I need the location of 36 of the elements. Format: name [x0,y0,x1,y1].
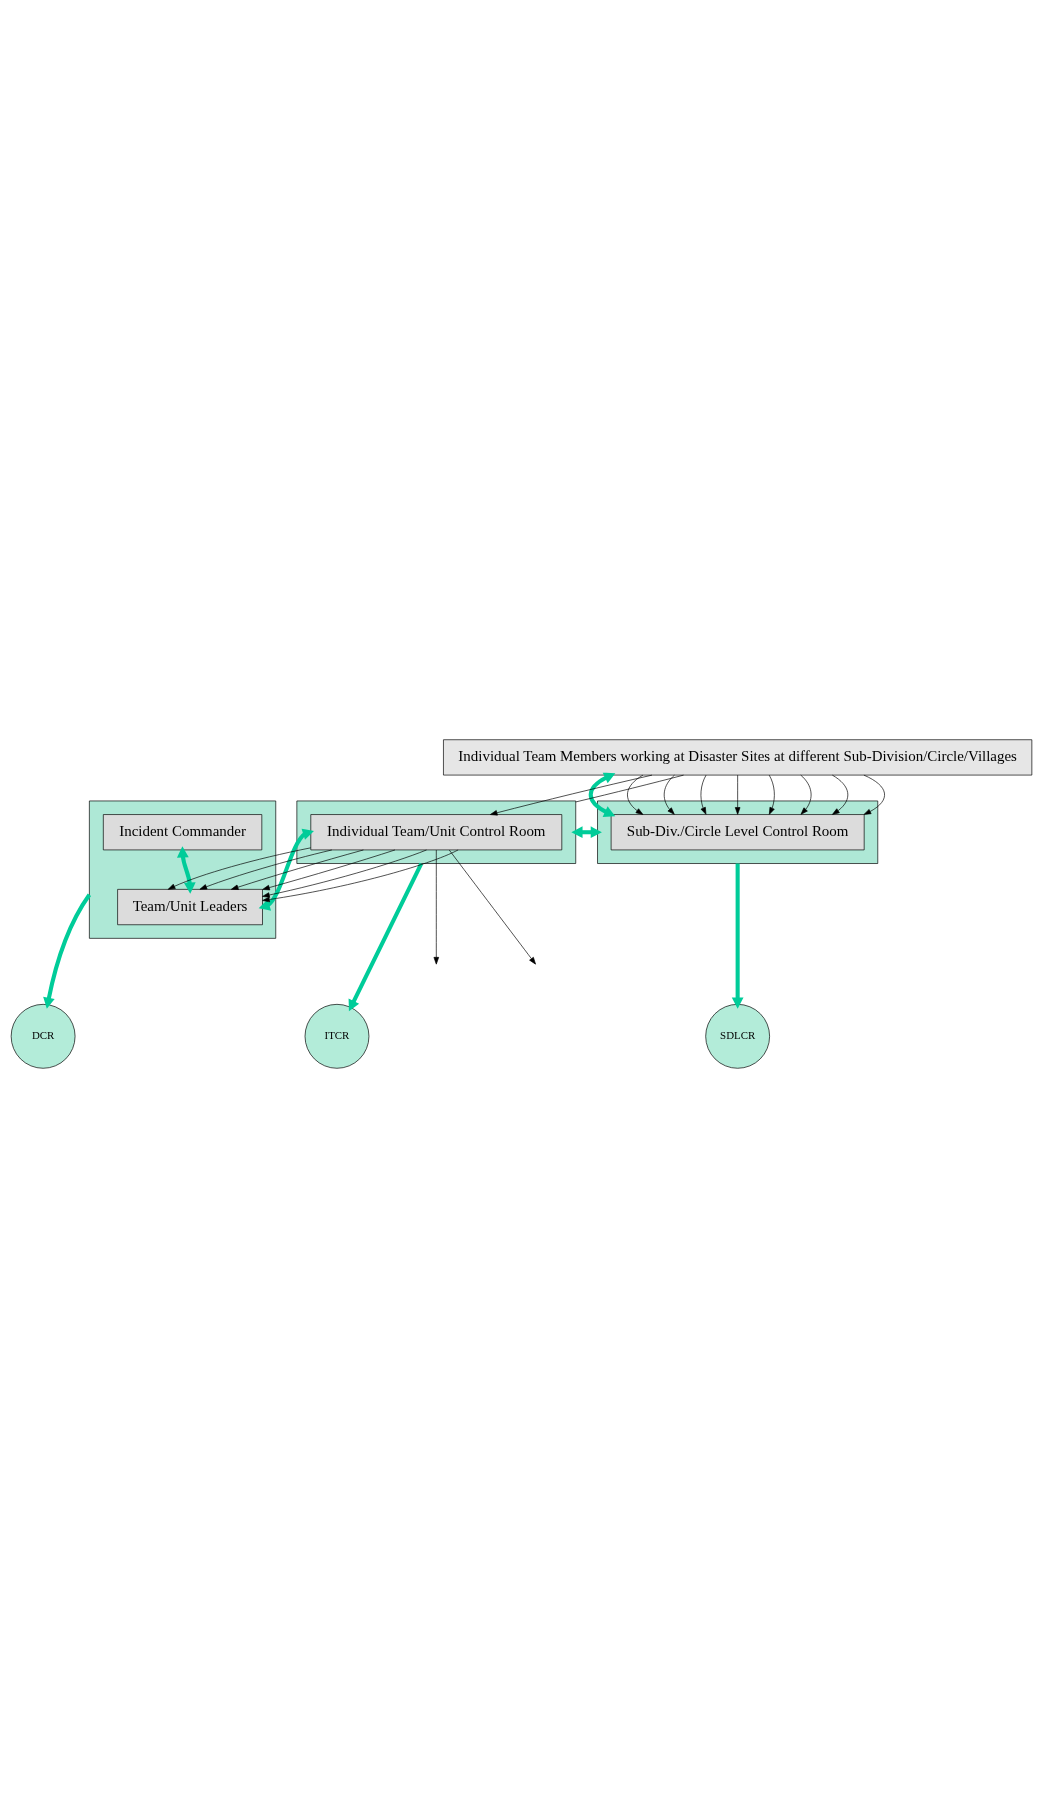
arrow [700,774,707,815]
arrow [663,774,675,815]
connector [575,774,684,802]
cluster [89,800,277,939]
arrow [348,862,424,1011]
arrow [588,772,616,817]
node-circle: DCR [10,1003,76,1069]
node-box: Individual Team Members working at Disaster Sites at different Sub-Division/Circle/Villages [443,738,1033,775]
arrow [571,825,602,838]
node-box: Sub-Div./Circle Level Control Room [610,813,865,850]
arrow [230,849,364,890]
arrow [258,828,314,911]
arrow [800,774,812,815]
arrow [177,845,196,894]
arrow [43,893,92,1009]
arrow [731,863,744,1009]
arrow [433,849,439,964]
arrow [627,774,644,815]
arrow [262,849,427,898]
arrow [167,847,312,890]
node-circle: ITCR [304,1003,370,1069]
node-box: Individual Team/Unit Control Room [310,813,563,850]
cluster [597,800,879,864]
cluster [296,800,577,864]
arrow [262,849,459,902]
node-box: Team/Unit Leaders [117,888,263,925]
arrow [199,849,333,890]
arrow [448,849,536,964]
node-box: Incident Commander [102,813,263,850]
arrow [768,774,775,815]
node-circle: SDLCR [705,1003,770,1069]
arrow [734,774,741,815]
arrow [832,774,849,815]
arrow [489,774,653,815]
arrow [863,774,885,815]
arrow [262,849,396,890]
